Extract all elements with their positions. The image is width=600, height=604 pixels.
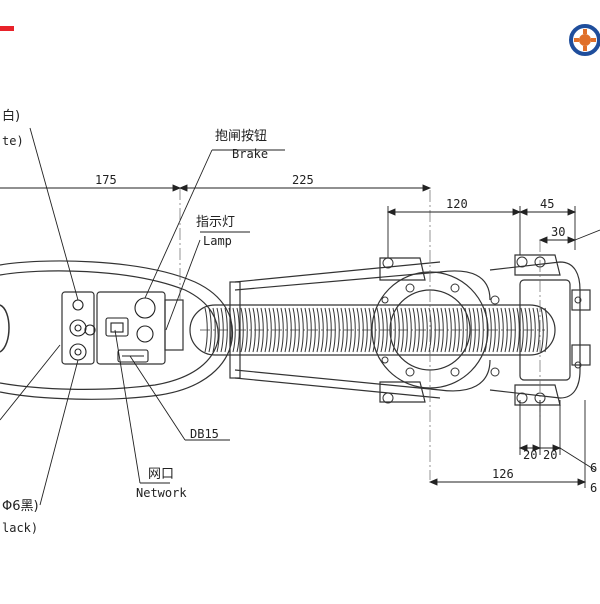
hose-rib — [444, 307, 448, 353]
hose-rib — [268, 307, 272, 353]
base-connectors — [69, 297, 156, 363]
callout-top-left-cn: 白) — [2, 108, 20, 124]
db15-connector — [117, 349, 149, 363]
port-small-top — [72, 299, 84, 311]
center-lines — [179, 188, 541, 480]
hose-rib — [460, 307, 464, 353]
hose-rib — [244, 307, 248, 353]
dim-120: 120 — [446, 197, 468, 211]
callout-lamp-cn: 指示灯 — [196, 215, 235, 230]
dim-126: 126 — [492, 467, 514, 481]
port-air-white — [69, 319, 87, 337]
hose-rib — [212, 307, 216, 353]
hose-rib — [424, 307, 428, 353]
callout-brake-cn: 抱闸按钮 — [215, 128, 267, 144]
hose-rib — [496, 307, 500, 353]
hose-rib — [300, 307, 304, 353]
company-logo-icon — [569, 24, 600, 56]
callout-lamp-en: Lamp — [203, 234, 232, 248]
callout-brake-en: Brake — [232, 147, 268, 161]
dim-30: 30 — [551, 225, 565, 239]
callout-db15: DB15 — [190, 427, 219, 441]
hose-rib — [536, 307, 540, 353]
hose-rib — [340, 307, 344, 353]
hose-rib — [532, 307, 536, 353]
leader-lines — [0, 127, 600, 506]
hose-rib — [520, 307, 524, 353]
hose-rib — [412, 307, 416, 353]
brake-button — [134, 297, 156, 319]
dim-20-b: 20 — [543, 448, 557, 462]
dim-175: 175 — [95, 173, 117, 187]
dim-edge-6-a: 6 — [590, 461, 597, 475]
end-housing — [489, 254, 591, 406]
hose-rib — [304, 307, 308, 353]
dim-edge-6-b: 6 — [590, 481, 597, 495]
hose-rib — [232, 307, 236, 353]
hose-rib — [316, 307, 320, 353]
callout-network-cn: 网口 — [148, 467, 174, 482]
indicator-lamp — [136, 325, 154, 343]
hose-rib — [544, 307, 548, 353]
arm-base-body — [0, 260, 234, 400]
hose-rib — [448, 307, 452, 353]
port-air-black — [69, 343, 87, 361]
hose-rib — [336, 307, 340, 353]
callout-black-cn: Φ6黑) — [2, 499, 39, 514]
hose-rib — [356, 307, 360, 353]
hose-rib — [208, 307, 212, 353]
hose-rib — [280, 307, 284, 353]
hose-rib — [352, 307, 356, 353]
dim-45: 45 — [540, 197, 554, 211]
dim-20-a: 20 — [523, 448, 537, 462]
hose-rib — [248, 307, 252, 353]
hose-rib — [284, 307, 288, 353]
hose-rib — [264, 307, 268, 353]
callout-network-en: Network — [136, 486, 187, 500]
callout-black-en: lack) — [2, 521, 38, 535]
hose-rib — [480, 307, 484, 353]
network-port — [105, 317, 129, 337]
hose-rib — [408, 307, 412, 353]
brand-red-mark — [0, 26, 14, 31]
hose-rib — [516, 307, 520, 353]
hose-rib — [500, 307, 504, 353]
hose-rib — [484, 307, 488, 353]
callout-top-left-en: te) — [2, 134, 24, 148]
dim-225: 225 — [292, 173, 314, 187]
hose-rib — [388, 307, 392, 353]
hose-rib — [376, 307, 380, 353]
dimension-lines — [0, 184, 587, 488]
hose-rib — [392, 307, 396, 353]
hose-rib — [320, 307, 324, 353]
